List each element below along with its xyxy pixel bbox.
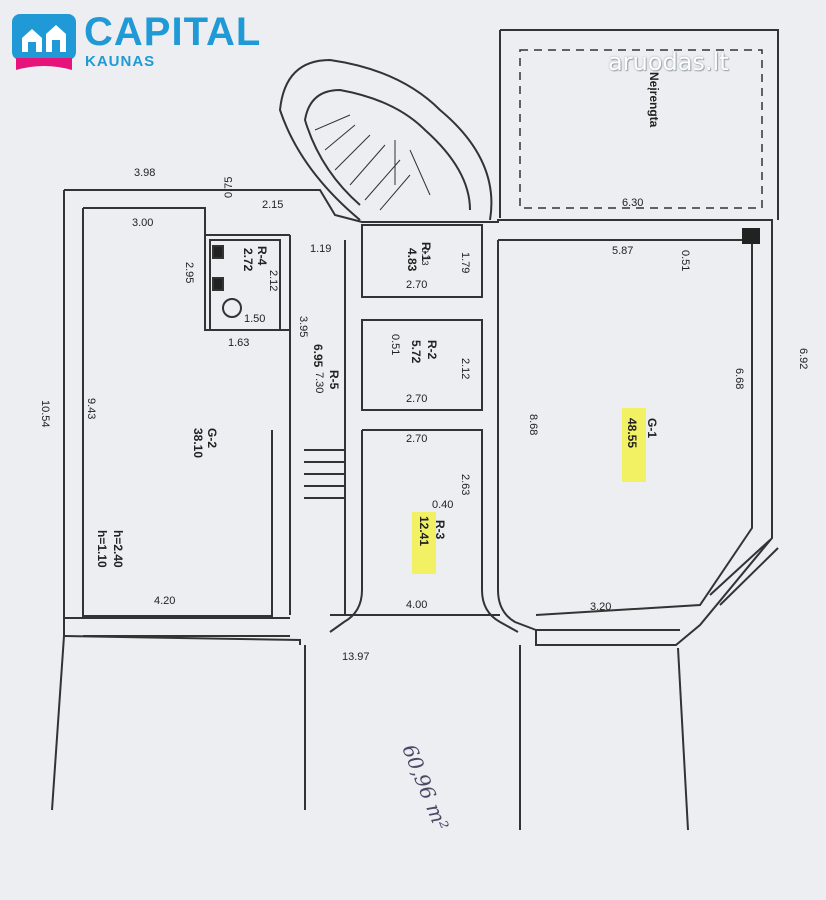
height-b: h=1.10 xyxy=(95,530,109,568)
dim-label: 0.51 xyxy=(389,334,401,355)
brand-name: CAPITAL xyxy=(84,10,262,54)
room-r5-code: R-5 xyxy=(327,370,341,390)
dim-label: 7.30 xyxy=(313,372,325,393)
dim-label: 2.70 xyxy=(406,279,427,291)
room-g2-code: G-2 xyxy=(205,428,219,448)
dim-label: 2.70 xyxy=(406,433,427,445)
room-g1-code: G-1 xyxy=(645,418,659,438)
dim-label: 3.00 xyxy=(132,217,153,229)
room-r2-area: 5.72 xyxy=(409,340,423,364)
room-g1-area: 48.55 xyxy=(625,418,639,448)
dim-label: 2.63 xyxy=(459,474,471,495)
dim-label: 9.43 xyxy=(85,398,97,419)
room-r1-code: R-1 xyxy=(419,242,433,262)
room-g2-area: 38.10 xyxy=(191,428,205,458)
dim-label: 0.51 xyxy=(679,250,691,271)
dim-label: 6.68 xyxy=(733,368,745,389)
room-r1-area: 4.83 xyxy=(405,248,419,272)
handwritten-total-area: 60,96 m² xyxy=(397,741,453,834)
room-r3-code: R-3 xyxy=(433,520,447,540)
dim-label: 0.75 xyxy=(223,177,235,198)
dim-label: 4.20 xyxy=(154,595,175,607)
height-a: h=2.40 xyxy=(111,530,125,568)
capital-logo-icon xyxy=(12,14,78,79)
dim-label: 2.95 xyxy=(183,262,195,283)
watermark-aruodas: aruodas.lt xyxy=(608,48,729,76)
room-r4-code: R-4 xyxy=(255,246,269,266)
dim-label: 2.12 xyxy=(267,270,279,291)
dim-label: 8.68 xyxy=(527,414,539,435)
dim-label: 5.87 xyxy=(612,245,633,257)
dim-label: 3.20 xyxy=(590,601,611,613)
dim-label: 10.54 xyxy=(39,400,51,428)
room-r5-area: 6.95 xyxy=(311,344,325,368)
dim-label: 6.30 xyxy=(622,197,643,209)
dim-label: 0.13 xyxy=(420,248,430,266)
dim-label: 2.15 xyxy=(262,199,283,211)
dim-label: 6.92 xyxy=(797,348,809,369)
dim-label: 0.40 xyxy=(432,499,453,511)
dim-label: 2.70 xyxy=(406,393,427,405)
unbuilt-label: Neįrengta xyxy=(647,72,661,128)
brand-city: KAUNAS xyxy=(85,53,156,70)
dim-label: 1.19 xyxy=(310,243,331,255)
dim-label: 3.98 xyxy=(134,167,155,179)
dim-label: 1.79 xyxy=(459,252,471,273)
outer-wall xyxy=(64,189,773,646)
room-r2-code: R-2 xyxy=(425,340,439,360)
room-r3-area: 12.41 xyxy=(417,516,431,546)
dim-label: 1.63 xyxy=(228,337,249,349)
room-r4-area: 2.72 xyxy=(241,248,255,272)
dim-label: 13.97 xyxy=(342,651,370,663)
dim-label: 3.95 xyxy=(297,316,309,337)
dim-label: 2.12 xyxy=(459,358,471,379)
dim-label: 4.00 xyxy=(406,599,427,611)
dim-label: 1.50 xyxy=(244,313,265,325)
